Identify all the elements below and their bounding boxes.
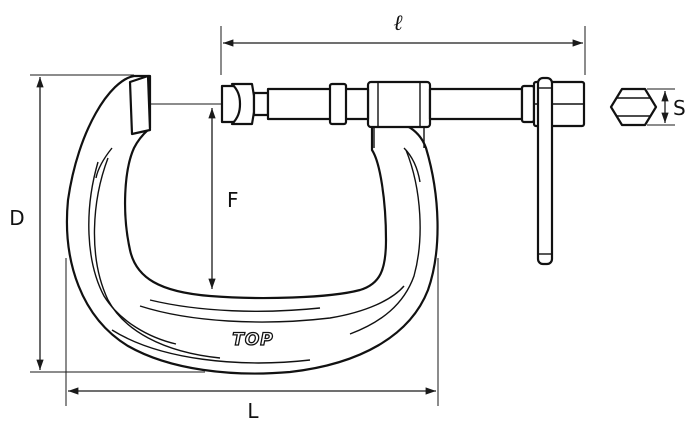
clamp-frame: [65, 74, 439, 375]
label-d: D: [9, 206, 24, 230]
dimension-frame-l: [65, 258, 439, 406]
dimension-l: [220, 26, 586, 75]
hex-end-view: [609, 87, 675, 127]
label-frame-l: L: [247, 399, 259, 423]
t-handle: [536, 76, 554, 266]
label-l: ℓ: [393, 11, 403, 36]
brand-logo: TOP: [232, 330, 274, 350]
spindle: [220, 80, 586, 128]
dimension-d: [30, 74, 205, 373]
label-s: S: [673, 96, 686, 120]
dimension-f: [150, 103, 222, 289]
label-f: F: [227, 188, 239, 212]
